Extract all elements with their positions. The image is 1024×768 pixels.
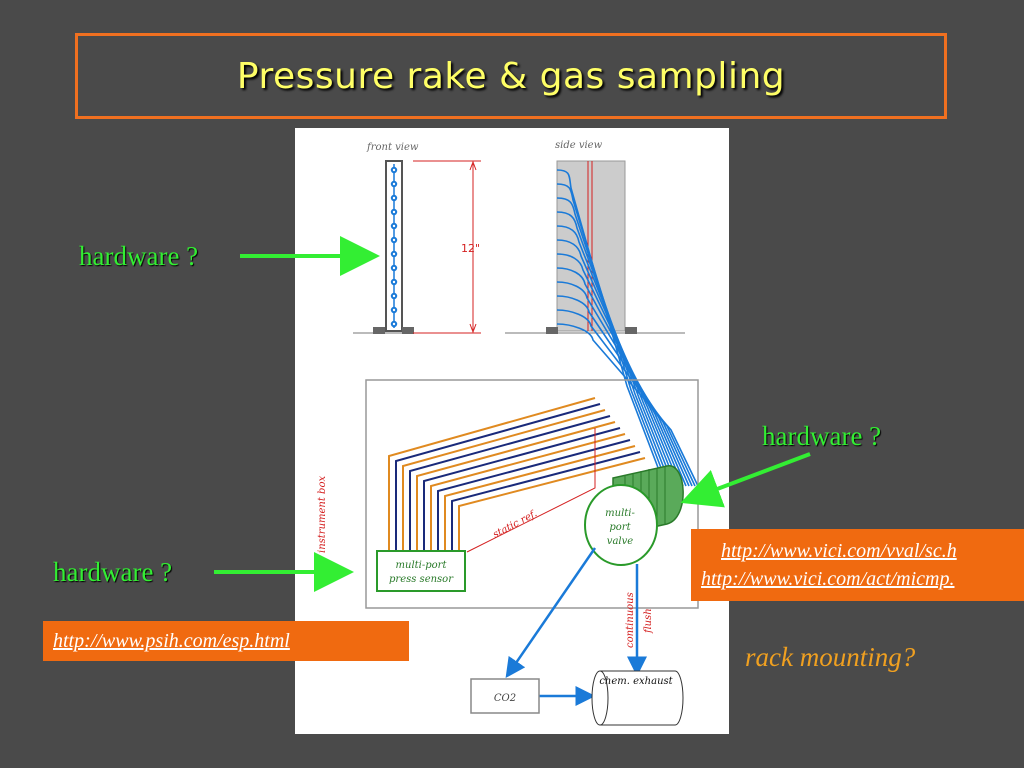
valve-line3: valve bbox=[607, 536, 633, 547]
sensor-lines bbox=[388, 397, 646, 550]
multi-port-valve: multi- port valve bbox=[584, 465, 684, 566]
chem-exhaust-cylinder: chem. exhaust bbox=[591, 670, 684, 726]
instrument-box-label: instrument box bbox=[317, 476, 328, 553]
co2-label: CO2 bbox=[494, 693, 516, 704]
psih-link[interactable]: http://www.psih.com/esp.html bbox=[53, 630, 290, 652]
vici-link-1[interactable]: http://www.vici.com/vval/sc.h bbox=[721, 540, 957, 562]
height-label: 12" bbox=[461, 242, 480, 255]
hardware-label-rake: hardware ? bbox=[79, 241, 199, 271]
slide-title: Pressure rake & gas sampling bbox=[236, 55, 786, 97]
valve-line2: port bbox=[609, 522, 631, 533]
hardware-label-sensor: hardware ? bbox=[53, 557, 173, 587]
valve-line1: multi- bbox=[605, 508, 635, 519]
rake-port-dots bbox=[390, 166, 398, 328]
title-frame: Pressure rake & gas sampling bbox=[75, 33, 947, 119]
hardware-label-valve: hardware ? bbox=[762, 421, 882, 451]
flush-label: flush bbox=[643, 608, 654, 634]
sample-tubes bbox=[556, 169, 699, 487]
height-dimension bbox=[413, 160, 481, 334]
vici-links-box: http://www.vici.com/vval/sc.h http://www… bbox=[691, 529, 1024, 601]
sensor-line2: press sensor bbox=[389, 574, 454, 585]
front-view-label: front view bbox=[366, 142, 419, 153]
exhaust-label: chem. exhaust bbox=[599, 676, 673, 687]
co2-box bbox=[470, 678, 540, 714]
pressure-rake-diagram: front view 12" side view bbox=[317, 140, 699, 726]
co2-flow-arrow bbox=[505, 547, 597, 679]
sensor-line1: multi-port bbox=[396, 560, 448, 571]
side-view-label: side view bbox=[555, 140, 603, 151]
rack-mounting-label: rack mounting? bbox=[745, 642, 916, 672]
rake-side-body bbox=[556, 160, 626, 332]
static-ref-label: static ref. bbox=[491, 508, 539, 540]
psih-link-box: http://www.psih.com/esp.html bbox=[43, 621, 409, 661]
press-sensor-box bbox=[376, 550, 466, 592]
continuous-label: continuous bbox=[625, 592, 636, 648]
vici-link-2[interactable]: http://www.vici.com/act/micmp. bbox=[701, 568, 955, 590]
